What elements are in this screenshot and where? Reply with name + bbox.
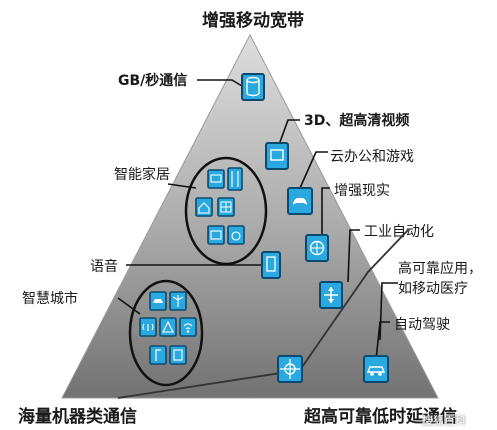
connector-cloud	[299, 151, 328, 189]
mobile-medical-label: 如移动医疗	[398, 281, 468, 297]
smart-city-group	[128, 279, 204, 387]
autonomous-driving-label: 自动驾驶	[394, 317, 450, 333]
vertex-bottom-left-label: 海量机器类通信	[18, 407, 137, 427]
vertex-top-label: 增强移动宽带	[202, 11, 304, 31]
camera-icon	[207, 225, 225, 245]
augmented-reality-label: 增强现实	[334, 183, 390, 199]
connector-home	[167, 183, 197, 189]
medical-icon	[277, 355, 303, 383]
meter-icon	[169, 345, 187, 365]
wind-turbine-icon	[169, 291, 187, 311]
connector-city	[117, 297, 141, 315]
connector-lines	[117, 79, 398, 361]
phone-icon	[261, 251, 281, 279]
vehicle-icon	[149, 291, 167, 311]
building-icon	[159, 317, 177, 337]
smart-city-label: 智慧城市	[22, 291, 78, 307]
connector-gb	[197, 79, 243, 87]
connector-industrial	[347, 229, 360, 283]
gb-per-sec-label: GB/秒通信	[118, 73, 188, 89]
uhd-3d-video-label: 3D、超高清视频	[304, 113, 410, 129]
vertex-bottom-right-label: 超高可靠低时延通信	[304, 407, 457, 427]
gb-per-sec-icon	[241, 73, 265, 101]
wifi-icon	[179, 317, 197, 337]
street-lamp-icon	[149, 345, 167, 365]
globe-icon	[305, 234, 329, 262]
industrial-automation-label: 工业自动化	[364, 224, 434, 240]
house-icon	[195, 197, 213, 217]
reliable-app-label: 高可靠应用，	[398, 261, 482, 277]
connector-3d	[279, 119, 300, 143]
watermark: 搜狐百科	[422, 414, 466, 427]
industrial-icon	[319, 281, 343, 309]
voice-label: 语音	[90, 259, 118, 275]
window-icon	[217, 197, 235, 217]
car-icon	[363, 355, 389, 383]
smart-home-icons	[195, 167, 245, 245]
connector-autodrive	[375, 321, 390, 361]
video-icon	[265, 142, 289, 170]
divider-line	[117, 229, 409, 399]
washer-icon	[227, 225, 245, 245]
connector-ar	[321, 187, 330, 238]
connector-medical	[379, 282, 398, 341]
smart-city-icons	[139, 291, 197, 365]
smart-home-label: 智能家居	[114, 167, 170, 183]
wireless-icon	[139, 317, 157, 337]
tv-icon	[207, 169, 225, 189]
smart-home-group	[184, 156, 268, 266]
fridge-icon	[227, 167, 243, 191]
cloud-office-label: 云办公和游戏	[330, 149, 414, 165]
gamepad-icon	[287, 187, 313, 215]
